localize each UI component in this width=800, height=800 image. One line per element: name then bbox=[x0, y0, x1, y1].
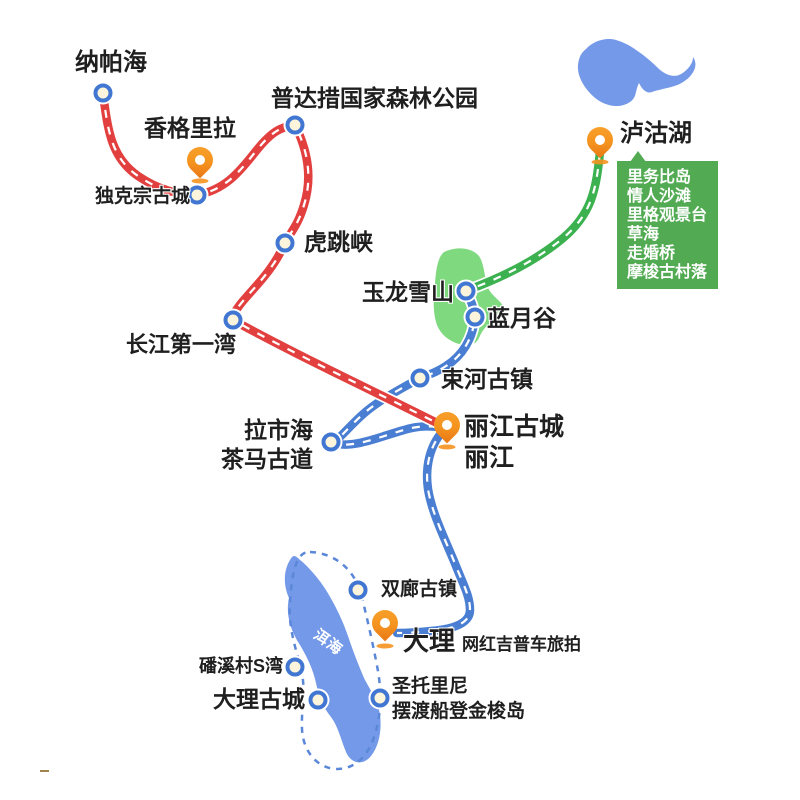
label-lijiang-block: 丽江古城 丽江 bbox=[464, 412, 564, 474]
node-hutiaoxia bbox=[275, 233, 295, 253]
label-dali-sub: 网红吉普车旅拍 bbox=[462, 635, 582, 654]
label-changjiangdiyiwan: 长江第一湾 bbox=[126, 332, 237, 357]
panel-item: 草海 bbox=[627, 226, 660, 243]
label-dali-block: 大理网红吉普车旅拍 bbox=[403, 626, 582, 657]
label-santorini-block: 圣托里尼 摆渡船登金梭岛 bbox=[392, 674, 525, 724]
lijiang-pin-shadow bbox=[438, 444, 456, 450]
label-jinsuo-line: 摆渡船登金梭岛 bbox=[392, 701, 526, 722]
label-lashihai-chamagudao: 拉市海 茶马古道 bbox=[180, 416, 313, 474]
dali-pin-shadow bbox=[376, 643, 394, 649]
label-dali-gucheng: 大理古城 bbox=[213, 686, 305, 712]
label-chamagudao-line: 茶马古道 bbox=[221, 446, 313, 472]
shangrila-pin-shadow bbox=[191, 178, 209, 184]
panel-item: 摩梭古村落 bbox=[627, 264, 708, 281]
watermark-artifact bbox=[40, 770, 49, 772]
label-dukezong: 独克宗古城 bbox=[95, 186, 191, 207]
node-dukezong bbox=[187, 185, 207, 205]
node-pudacuo bbox=[285, 115, 305, 135]
node-yulongxueshan bbox=[456, 281, 476, 301]
erhai-lake-shape bbox=[284, 555, 381, 763]
lugu-attractions-panel: 里务比岛 情人沙滩 里格观景台 草海 走婚桥 摩梭古村落 bbox=[617, 161, 718, 289]
label-lijiang-line: 丽江 bbox=[464, 444, 515, 472]
lugu-lake-shape bbox=[577, 39, 696, 107]
panel-item: 里格观景台 bbox=[627, 207, 708, 224]
node-panxi bbox=[285, 657, 305, 677]
label-pudacuo: 普达措国家森林公园 bbox=[271, 85, 478, 111]
label-panxi: 磻溪村S湾 bbox=[198, 656, 283, 676]
node-shuhe bbox=[410, 368, 430, 388]
label-shuanglang: 双廊古镇 bbox=[381, 579, 458, 600]
green-route bbox=[462, 146, 606, 296]
label-dali: 大理 bbox=[403, 626, 456, 656]
label-napahai: 纳帕海 bbox=[75, 49, 147, 76]
red-route bbox=[97, 87, 449, 432]
node-lanyuegu bbox=[465, 307, 485, 327]
lugu-panel-arrow bbox=[630, 151, 646, 162]
node-napahai bbox=[93, 83, 113, 103]
erhai-loop-dashed-route bbox=[288, 550, 382, 771]
node-changjiangdiyiwan bbox=[223, 310, 243, 330]
label-shuhe: 束河古镇 bbox=[441, 366, 533, 392]
label-xianggelila: 香格里拉 bbox=[144, 115, 236, 141]
label-lanyuegu: 蓝月谷 bbox=[487, 305, 556, 331]
node-shengtuolini bbox=[370, 688, 390, 708]
node-shuanglang bbox=[348, 580, 368, 600]
node-daligucheng bbox=[308, 690, 328, 710]
label-yulongxueshan: 玉龙雪山 bbox=[362, 279, 454, 305]
blue-route bbox=[320, 285, 482, 639]
panel-item: 情人沙滩 bbox=[627, 188, 692, 205]
node-lashihai bbox=[321, 432, 341, 452]
label-hutiaoxia: 虎跳峡 bbox=[304, 229, 373, 255]
label-lijiang-gucheng-line: 丽江古城 bbox=[464, 413, 565, 441]
label-shengtuolini-line: 圣托里尼 bbox=[392, 676, 469, 697]
panel-item: 走婚桥 bbox=[627, 245, 676, 262]
label-lugu: 泸沽湖 bbox=[620, 120, 692, 147]
lugu-pin-shadow bbox=[591, 159, 609, 165]
panel-item: 里务比岛 bbox=[627, 169, 692, 186]
label-lashihai-line: 拉市海 bbox=[244, 417, 313, 443]
